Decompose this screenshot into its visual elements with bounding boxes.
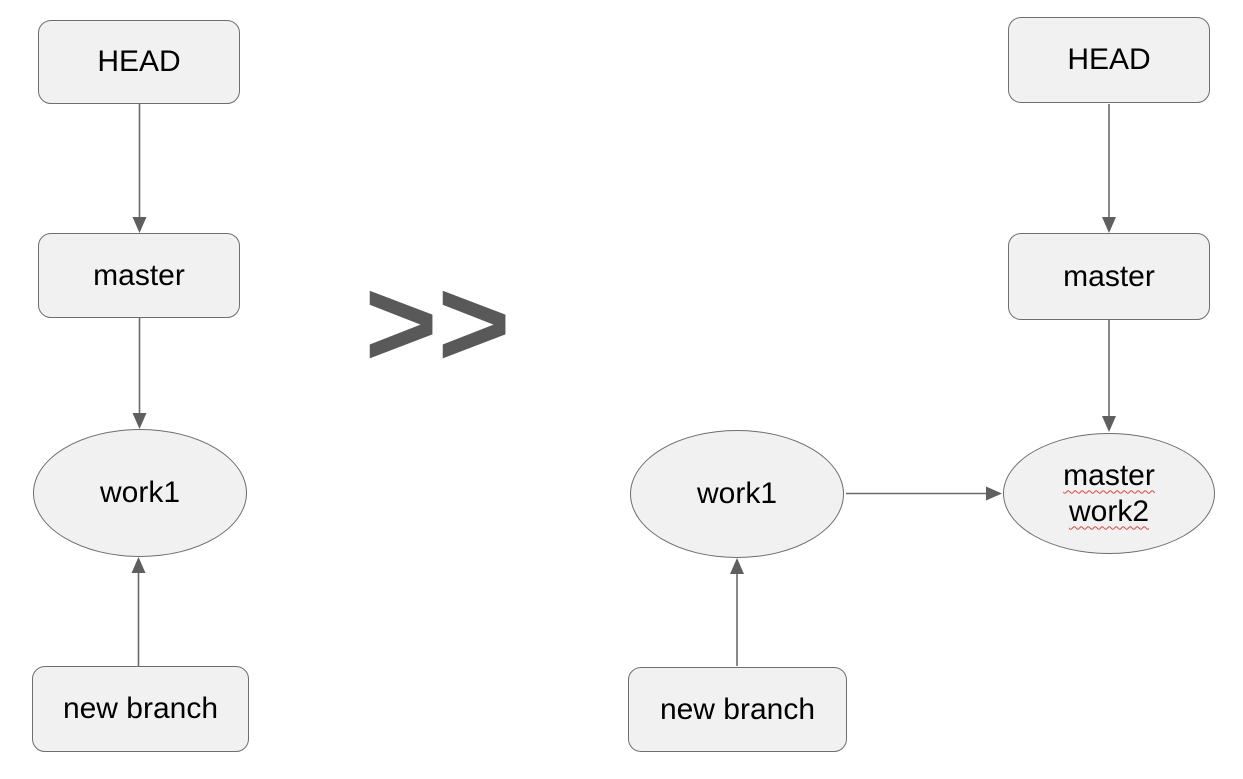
node-new-branch-left-label: new branch <box>62 692 219 725</box>
node-master-right: master <box>1008 233 1210 320</box>
node-work1-left-label: work1 <box>99 476 181 509</box>
node-master-left-label: master <box>93 258 185 292</box>
node-head-right: HEAD <box>1008 17 1210 103</box>
node-merged-label-line1: master <box>1063 458 1155 492</box>
node-head-right-label: HEAD <box>1067 43 1151 76</box>
node-work1-right-label: work1 <box>696 477 778 510</box>
node-work1-right: work1 <box>630 430 844 558</box>
node-head-left: HEAD <box>38 20 240 104</box>
node-master-left: master <box>38 233 240 318</box>
node-head-left-label: HEAD <box>97 45 181 78</box>
transition-chevrons: >> <box>364 253 511 393</box>
node-new-branch-left: new branch <box>32 666 249 752</box>
node-new-branch-right-label: new branch <box>659 692 816 726</box>
node-new-branch-right: new branch <box>628 667 847 752</box>
node-merged-master-work2: master work2 <box>1003 433 1215 554</box>
node-merged-label-line2: work2 <box>1068 494 1150 528</box>
node-master-right-label: master <box>1063 259 1155 293</box>
node-work1-left: work1 <box>33 429 247 557</box>
